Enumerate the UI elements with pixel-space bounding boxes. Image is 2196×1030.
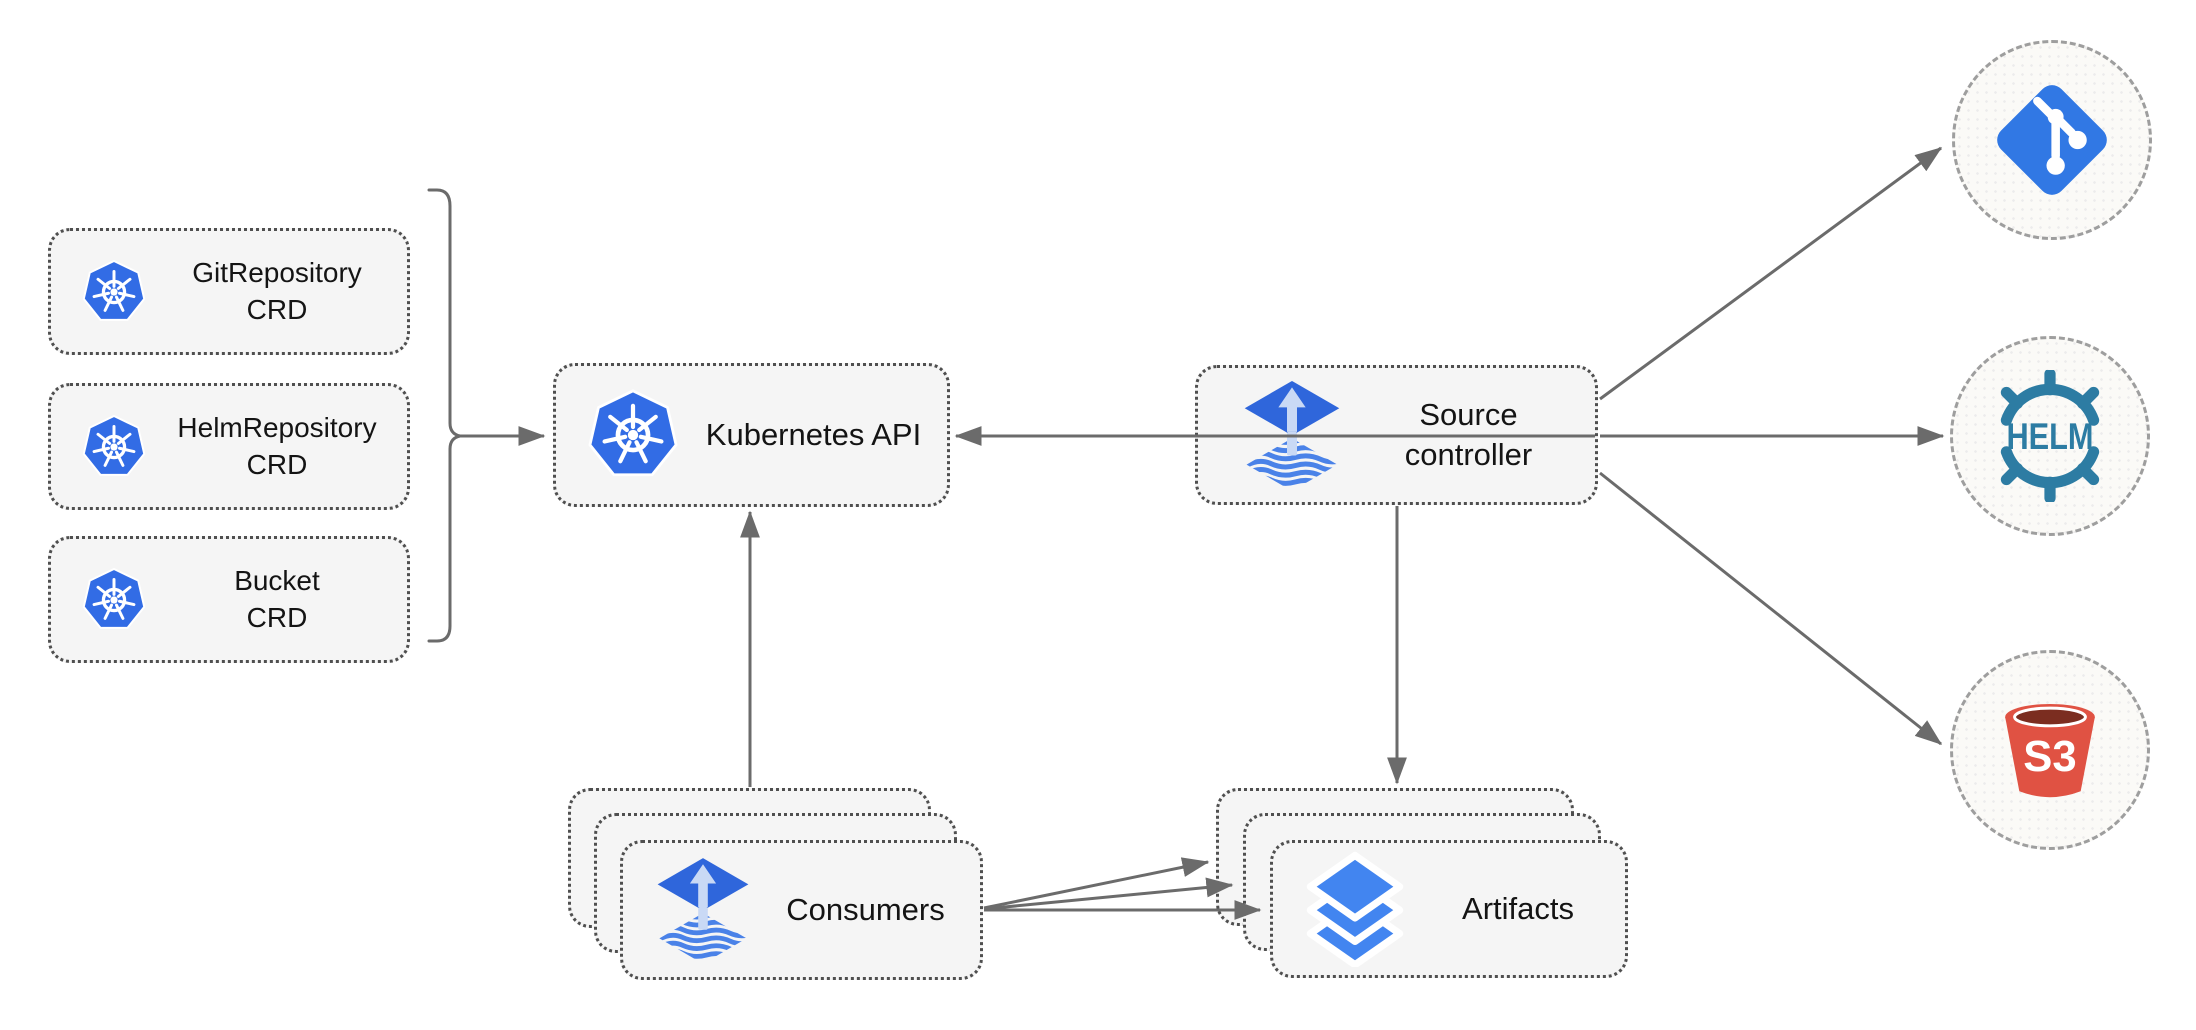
node-s3-source: S3 [1950, 650, 2150, 850]
flux-icon [1242, 380, 1342, 491]
kubernetes-icon [81, 567, 147, 633]
node-artifacts: Artifacts [1270, 840, 1628, 978]
helm-logo-text: HELM [2006, 416, 2093, 457]
node-gitrepository-crd: GitRepository CRD [48, 228, 410, 355]
connector-source-controller-to-s3 [1599, 471, 1943, 746]
helm-icon: HELM [2000, 370, 2100, 502]
node-source-controller: Source controller [1195, 365, 1598, 505]
flux-icon [655, 857, 751, 964]
kubernetes-icon [81, 259, 147, 325]
node-label: GitRepository CRD [192, 257, 362, 325]
s3-bucket-icon: S3 [2005, 703, 2095, 798]
s3-logo-text: S3 [2023, 732, 2076, 781]
node-label: Kubernetes API [705, 417, 922, 453]
node-label: Artifacts [1462, 891, 1574, 927]
layers-icon [1306, 851, 1404, 967]
node-label: Bucket CRD [234, 565, 320, 633]
node-kubernetes-api: Kubernetes API [553, 363, 950, 507]
node-bucket-crd: Bucket CRD [48, 536, 410, 663]
node-label: HelmRepository CRD [177, 412, 377, 480]
crd-group-bracket [427, 188, 461, 643]
node-consumers: Consumers [620, 840, 983, 980]
node-helm-source: HELM [1950, 336, 2150, 536]
git-icon [1997, 85, 2107, 195]
kubernetes-icon [81, 414, 147, 480]
node-helmrepository-crd: HelmRepository CRD [48, 383, 410, 510]
connector-source-controller-to-git [1599, 146, 1943, 401]
node-git-source [1952, 40, 2152, 240]
node-label: Source controller [1404, 397, 1533, 472]
kubernetes-icon [586, 388, 680, 482]
node-label: Consumers [786, 892, 945, 928]
